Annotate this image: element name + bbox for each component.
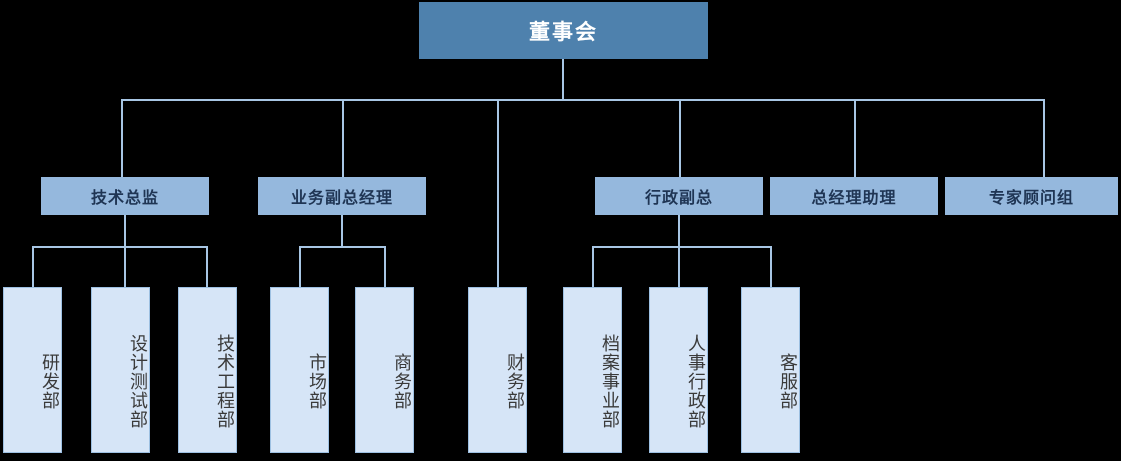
connector-admin-to-hr	[678, 246, 680, 287]
connector-admin-to-archives	[592, 246, 594, 287]
connector-bus-to-admin-vp	[679, 99, 681, 177]
connector-admin-vp-bus	[592, 246, 772, 248]
org-node-finance-dept[interactable]: 财务部	[468, 287, 527, 453]
org-node-commerce-dept[interactable]: 商务部	[355, 287, 414, 453]
org-node-customer-service-dept[interactable]: 客服部	[741, 287, 800, 453]
connector-main-bus	[121, 99, 1045, 101]
connector-business-to-marketing	[299, 246, 301, 287]
org-node-tech-director[interactable]: 技术总监	[41, 177, 209, 215]
org-node-rd-dept[interactable]: 研发部	[3, 287, 62, 453]
org-node-design-test-dept[interactable]: 设计测试部	[91, 287, 150, 453]
connector-tech-director-stem	[124, 215, 126, 247]
connector-bus-to-finance-dept	[497, 99, 499, 287]
connector-business-to-commerce	[384, 246, 386, 287]
org-node-hr-admin-dept[interactable]: 人事行政部	[649, 287, 708, 453]
connector-admin-to-customer-service	[770, 246, 772, 287]
org-node-tech-engineering-dept[interactable]: 技术工程部	[178, 287, 237, 453]
connector-business-vp-bus	[299, 246, 386, 248]
org-node-archives-division[interactable]: 档案事业部	[563, 287, 622, 453]
connector-admin-vp-stem	[678, 215, 680, 247]
org-node-board[interactable]: 董事会	[419, 2, 708, 59]
connector-tech-director-bus	[32, 246, 208, 248]
org-node-gm-assistant[interactable]: 总经理助理	[770, 177, 938, 215]
connector-root-stem	[562, 59, 564, 100]
connector-bus-to-gm-assistant	[854, 99, 856, 177]
connector-bus-to-advisory-group	[1043, 99, 1045, 177]
connector-bus-to-tech-director	[121, 99, 123, 177]
connector-tech-to-design-test	[124, 246, 126, 287]
connector-business-vp-stem	[341, 215, 343, 247]
connector-bus-to-business-vp	[342, 99, 344, 177]
org-node-advisory-group[interactable]: 专家顾问组	[945, 177, 1118, 215]
org-node-admin-vp[interactable]: 行政副总	[595, 177, 763, 215]
org-node-marketing-dept[interactable]: 市场部	[270, 287, 329, 453]
connector-tech-to-engineering	[206, 246, 208, 287]
org-node-business-vp[interactable]: 业务副总经理	[258, 177, 426, 215]
connector-tech-to-rd	[32, 246, 34, 287]
